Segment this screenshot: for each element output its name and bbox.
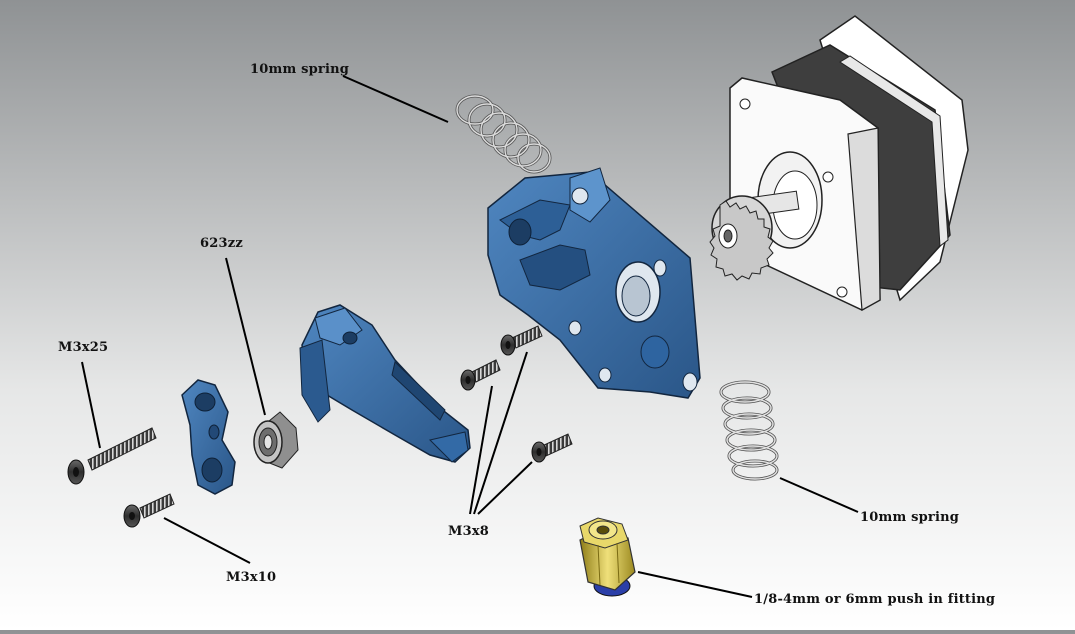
- idler-arm: [299, 304, 471, 463]
- screw-m3x10: [123, 493, 175, 528]
- label-bearing: 623zz: [200, 236, 243, 251]
- drive-gear: [709, 195, 774, 281]
- spring-bottom-highlight: [720, 381, 778, 480]
- stepper-motor: [709, 15, 969, 311]
- screw-m3x8-3: [531, 433, 573, 463]
- label-screw-m3x10: M3x10: [226, 570, 277, 585]
- screw-m3x8-2: [460, 359, 501, 391]
- label-push-in-fitting: 1/8-4mm or 6mm push in fitting: [754, 592, 996, 607]
- screw-m3x25: [67, 427, 157, 485]
- screw-m3x8-1: [500, 325, 543, 356]
- push-in-fitting: [579, 517, 636, 597]
- spring-top-highlight: [456, 95, 551, 173]
- label-spring-bottom: 10mm spring: [860, 510, 960, 525]
- leader-lines: [81, 75, 859, 598]
- extruder-housing: [487, 167, 701, 399]
- label-screw-m3x25: M3x25: [58, 340, 109, 355]
- bearing-623zz: [253, 411, 299, 469]
- lever-arm: [181, 379, 236, 495]
- label-screws-m3x8: M3x8: [448, 524, 490, 539]
- label-spring-top: 10mm spring: [250, 62, 350, 77]
